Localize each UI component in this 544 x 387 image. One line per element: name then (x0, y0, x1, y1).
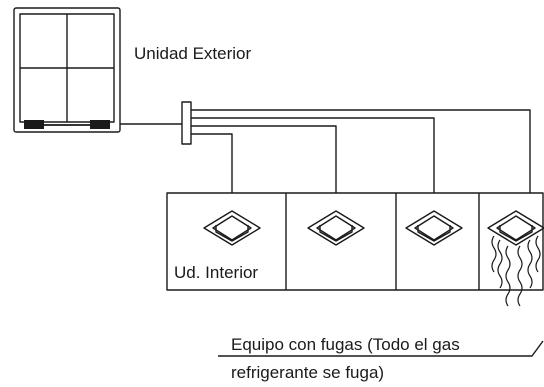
branch-pipes (191, 109, 531, 226)
outdoor-unit-label: Unidad Exterior (134, 44, 252, 63)
cassette-unit-icon (307, 210, 365, 246)
gas-leak-wave-icon (491, 235, 541, 307)
cassette-unit-icon (405, 210, 463, 246)
cassette-unit-icon (487, 210, 544, 246)
refnet-header-icon (181, 101, 192, 145)
leak-leader-line (218, 340, 544, 357)
cassette-unit-icon (203, 210, 261, 246)
indoor-unit-label: Ud. Interior (174, 263, 259, 282)
rooms (166, 192, 544, 291)
leak-label-line-1: Equipo con fugas (Todo el gas (231, 335, 460, 354)
outdoor-unit-icon (13, 7, 121, 133)
leak-label-line-2: refrigerante se fuga) (231, 363, 385, 382)
